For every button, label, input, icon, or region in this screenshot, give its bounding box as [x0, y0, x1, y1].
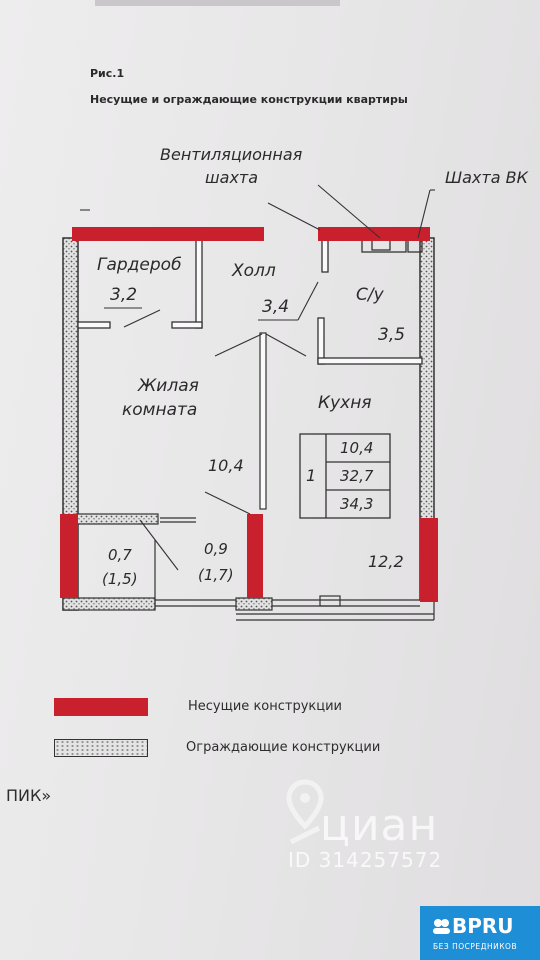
ventilation-shaft-label-1: Вентиляционная	[160, 145, 303, 164]
balcony-1-area-full: (1,5)	[102, 570, 138, 588]
load-bearing-walls	[60, 227, 438, 602]
bpru-subtitle: БЕЗ ПОСРЕДНИКОВ	[433, 942, 518, 951]
summary-living-area: 10,4	[340, 439, 374, 457]
summary-total-area: 32,7	[340, 467, 374, 485]
hall-area: 3,4	[262, 297, 290, 317]
legend-load-bearing-label: Несущие конструкции	[188, 699, 343, 714]
watermark-brand: циан	[320, 800, 439, 851]
left-bearing-wall	[60, 514, 78, 598]
watermark-id: ID 314257572	[288, 848, 443, 872]
top-bearing-wall-left	[72, 227, 264, 241]
summary-table	[299, 433, 391, 519]
partitions	[77, 237, 423, 365]
wardrobe-area: 3,2	[110, 285, 138, 305]
kitchen-area: 12,2	[368, 552, 404, 571]
wardrobe-wall-right	[195, 237, 203, 329]
wardrobe-wall-bottom-right	[171, 321, 203, 329]
bathroom-label: С/у	[356, 285, 384, 305]
bottom-wall-mid	[235, 597, 273, 611]
living-room-area: 10,4	[208, 456, 244, 475]
page-top-edge	[95, 0, 340, 6]
top-bearing-wall-right	[318, 227, 430, 241]
hall-kitchen-partition	[259, 332, 267, 510]
bpru-badge[interactable]: BPRU БЕЗ ПОСРЕДНИКОВ	[420, 906, 540, 960]
balcony-divider-wall	[75, 513, 159, 525]
legend-enclosing-label: Ограждающие конструкции	[186, 740, 381, 755]
kitchen-label: Кухня	[318, 393, 372, 413]
summary-rooms: 1	[306, 466, 317, 485]
developer-label: ПИК»	[6, 786, 52, 805]
summary-total-with-balcony: 34,3	[340, 495, 374, 513]
ventilation-shaft-label-2: шахта	[205, 168, 259, 187]
figure-number: Рис.1	[90, 67, 125, 80]
legend-load-bearing-swatch	[54, 698, 148, 716]
door-hints	[204, 333, 307, 515]
bottom-wall-left	[62, 597, 156, 611]
location-pin-icon	[286, 779, 324, 845]
bathroom-area: 3,5	[378, 325, 406, 345]
bpru-logo-text: BPRU	[452, 914, 514, 938]
bathroom-wall-left-top	[321, 237, 329, 273]
living-room-label-2: комната	[122, 400, 198, 420]
hall-label: Холл	[232, 261, 276, 281]
balcony-2-area: 0,9	[204, 540, 228, 558]
bathroom-wall-left-bottom	[317, 317, 325, 365]
shaft-vk-label: Шахта ВК	[445, 168, 528, 187]
bathroom-wall-bottom	[317, 357, 423, 365]
balcony-1-area: 0,7	[108, 546, 132, 564]
people-icon	[433, 919, 450, 934]
balcony-2-area-full: (1,7)	[198, 566, 234, 584]
bottom-windows	[154, 517, 435, 621]
legend-enclosing-swatch	[54, 739, 148, 757]
figure-title: Несущие и ограждающие конструкции кварти…	[90, 93, 408, 106]
right-bearing-wall	[420, 518, 438, 602]
center-bearing-wall	[247, 514, 263, 598]
living-room-label-1: Жилая	[138, 376, 199, 396]
wardrobe-label: Гардероб	[97, 255, 182, 275]
leader-lines	[80, 184, 435, 571]
wardrobe-wall-bottom-left	[77, 321, 111, 329]
